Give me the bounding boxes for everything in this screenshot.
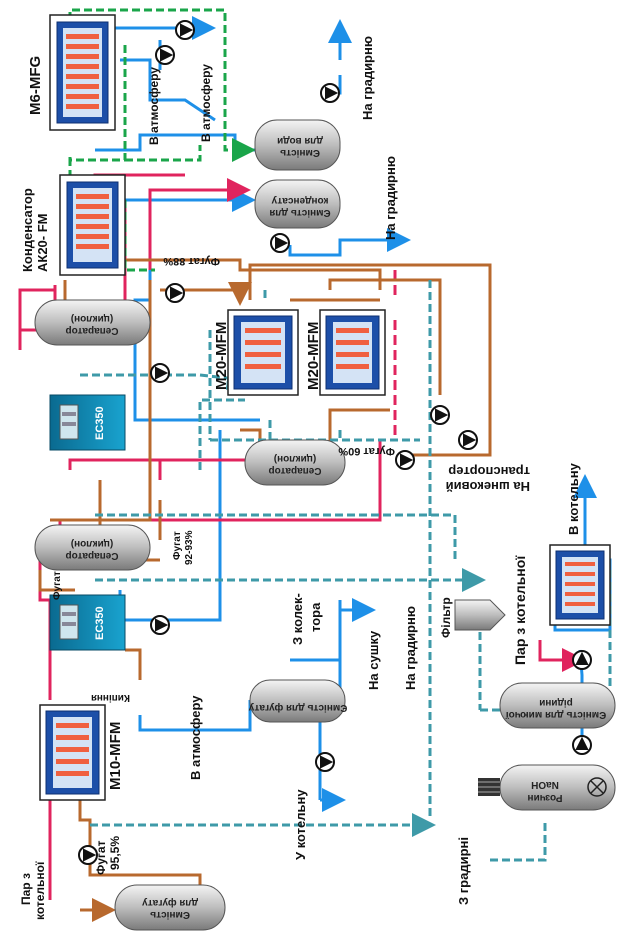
label-to-atm-2: В атмосферу [199, 64, 213, 142]
pump-icon [458, 430, 478, 450]
unit-labels: M6-MFG КонденсаторАК20- FM M20-MFM M20-M… [20, 56, 322, 790]
pump-icon [165, 283, 185, 303]
label-m20a: M20-MFM [213, 322, 230, 390]
pipes-cooling-green [68, 8, 256, 272]
label-collector-a: З колек- [290, 593, 305, 645]
separator-bottom-l2: (циклон) [71, 538, 113, 549]
m6-mfg-evaporator [49, 14, 116, 131]
label-from-cooling: З градирні [456, 837, 471, 905]
label-fugate-955-a: Фугат [94, 840, 108, 875]
boiler-heat-exchanger [549, 544, 611, 626]
label-fugate-9293-b: 92-93% [184, 530, 195, 565]
pump-icons [78, 20, 592, 865]
label-filter: Фільтр [439, 597, 453, 638]
pump-icon [320, 83, 340, 103]
label-fugate-955-b: 95,5% [108, 836, 122, 870]
tank-condensate-l1: Ємність для [269, 207, 330, 218]
separator-bottom-l1: Сепаратор [65, 550, 118, 561]
separator-middle-l2: (циклон) [274, 453, 316, 464]
pump-icon [175, 20, 195, 40]
label-screw-b: транспортер [448, 464, 530, 479]
label-fugate-60: Фугат 60% [338, 445, 395, 457]
filter-unit [454, 599, 506, 631]
tank-condensate [254, 179, 341, 229]
tank-fugate-bottom-l1: Ємність [150, 909, 190, 920]
pump-icon [78, 845, 98, 865]
pump-icon [155, 45, 175, 65]
label-m6: M6-MFG [27, 56, 44, 115]
ec350-module-bottom [49, 594, 126, 651]
ak20-fm-condenser [59, 174, 126, 276]
label-to-cooling-3: На градирню [403, 606, 418, 690]
label-collector-b: тора [308, 602, 323, 632]
label-screw-a: На шнековий [446, 479, 530, 494]
tank-condensate-l2: конденсату [271, 195, 328, 206]
m10-mfm-evaporator [39, 704, 106, 801]
tank-naoh [478, 764, 616, 811]
label-to-atm-3: В атмосферу [188, 695, 203, 780]
separator-middle [244, 439, 346, 486]
label-m10: M10-MFM [107, 722, 124, 790]
tank-naoh-l1: Розчин [528, 792, 563, 803]
separator-middle-l1: Сепаратор [268, 465, 321, 476]
tank-washing-l2: рідини [539, 697, 573, 708]
label-ec350-bottom: EC350 [94, 606, 106, 640]
tank-water-l2: для води [277, 135, 323, 146]
ec350-module-top [49, 394, 126, 451]
pump-icon [270, 233, 290, 253]
tank-fugate-bottom-l2: для фугату [142, 897, 198, 909]
m20-mfm-evaporator-b [319, 309, 386, 396]
label-steam-in-b: котельної [33, 861, 47, 920]
label-ec350-top: EC350 [94, 406, 106, 440]
label-boiler-steam: Пар з котельної [512, 555, 528, 665]
separator-top-l1: Сепаратор [65, 325, 118, 336]
label-fugate-9293-a: Фугат [172, 531, 183, 560]
flow-labels: На градирню На градирню На градирню В ат… [19, 36, 581, 920]
label-steam-in-a: Пар з [19, 873, 33, 905]
tank-fugate-bottom [114, 884, 226, 931]
label-m20b: M20-MFM [305, 322, 322, 390]
label-to-boiler-a: В котельну [566, 462, 581, 535]
tank-naoh-l2: NaOH [531, 779, 559, 790]
pump-icon [315, 752, 335, 772]
label-to-atm-1: В атмосферу [147, 67, 161, 145]
tank-fugate-mid-l1: Ємність для фугату [248, 702, 347, 714]
label-ak20-line1: КонденсаторАК20- FM [20, 188, 50, 272]
tank-labels: Ємність для води Ємність для конденсату … [65, 135, 606, 920]
pump-icon [150, 615, 170, 635]
label-to-drying: На сушку [366, 630, 381, 690]
pump-icon [395, 450, 415, 470]
tank-washing [499, 682, 616, 729]
separator-bottom [34, 524, 151, 571]
tank-water [254, 119, 341, 171]
label-kipinnya: Кипіння [91, 692, 130, 703]
label-to-cooling-1: На градирню [360, 36, 375, 120]
pump-icon [430, 405, 450, 425]
tank-water-l1: Ємність [280, 147, 320, 158]
pump-icon [572, 735, 592, 755]
label-to-boiler-b: У котельну [293, 789, 308, 860]
tank-washing-l1: Ємність для миючої [506, 709, 607, 720]
label-to-cooling-2: На градирню [383, 156, 398, 240]
label-fugate-88: Фугат 88% [163, 255, 220, 267]
pump-icon [572, 650, 592, 670]
separator-top [34, 299, 151, 346]
pump-icon [150, 363, 170, 383]
m20-mfm-evaporator-a [227, 309, 299, 396]
tank-fugate-mid [249, 679, 346, 723]
separator-top-l2: (циклон) [71, 313, 113, 324]
label-fugate-small: Фугат [52, 571, 63, 600]
